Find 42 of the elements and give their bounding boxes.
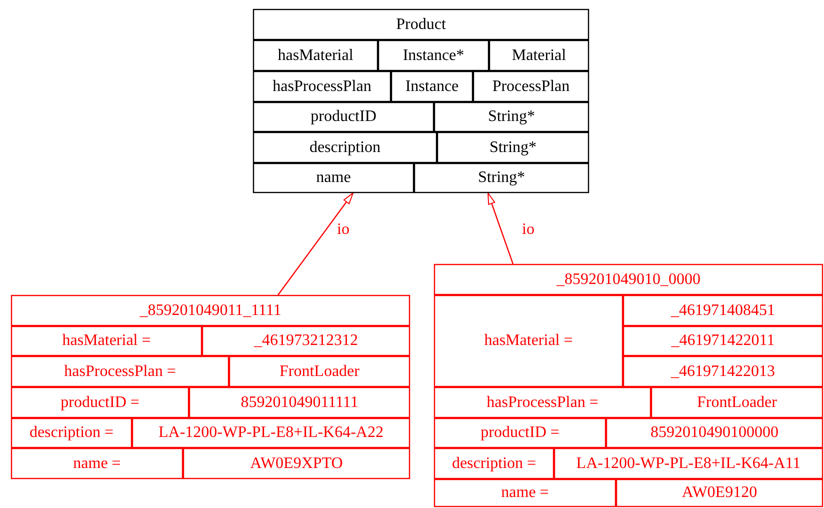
slot-value: FrontLoader (696, 392, 778, 412)
instance-name: _859201049010_0000 (555, 270, 702, 290)
arrow (278, 192, 354, 296)
class-name: Product (395, 14, 447, 34)
slot-type: String* (486, 107, 536, 127)
slot-name: name (315, 168, 352, 188)
slot-type: String* (488, 138, 538, 158)
instance-name: _859201049011_1111 (138, 300, 282, 320)
slot-value: _461971408451 (670, 300, 776, 320)
slot-value: AW0E9120 (680, 483, 758, 503)
slot-class: ProcessPlan (491, 76, 571, 96)
slot-type: Instance (404, 76, 460, 96)
slot-class: Material (510, 46, 568, 66)
slot-value: AW0E9XPTO (249, 454, 344, 474)
slot-name: productID (310, 107, 378, 127)
slot-type: String* (476, 168, 526, 188)
slot-name: description = (450, 454, 538, 474)
slot-name: hasProcessPlan (272, 76, 372, 96)
slot-value: _461973212312 (252, 331, 359, 351)
slot-name: hasProcessPlan = (63, 362, 177, 382)
slot-name: hasMaterial = (61, 331, 152, 351)
slot-value: _461971422013 (670, 362, 776, 382)
slot-name: name = (500, 483, 550, 503)
slot-name: description = (28, 423, 115, 443)
slot-value: 8592010490100000 (650, 423, 780, 443)
slot-type: Instance* (402, 46, 466, 66)
slot-value: _461971422011 (670, 331, 776, 351)
slot-name: hasMaterial (276, 46, 354, 66)
slot-name: hasMaterial = (483, 331, 574, 351)
slot-name: productID = (480, 423, 560, 443)
slot-value: LA-1200-WP-PL-E8+IL-K64-A11 (575, 454, 802, 474)
class-box (253, 9, 589, 193)
arrow (487, 192, 514, 264)
slot-value: LA-1200-WP-PL-E8+IL-K64-A22 (158, 423, 384, 443)
slot-name: name = (72, 454, 122, 474)
instance-box (434, 264, 823, 507)
slot-value: 859201049011111 (240, 392, 360, 412)
slot-name: productID = (60, 392, 140, 412)
instance-box (11, 295, 410, 479)
slot-name: description (308, 138, 382, 158)
slot-value: FrontLoader (278, 362, 360, 382)
slot-name: hasProcessPlan = (486, 392, 600, 412)
